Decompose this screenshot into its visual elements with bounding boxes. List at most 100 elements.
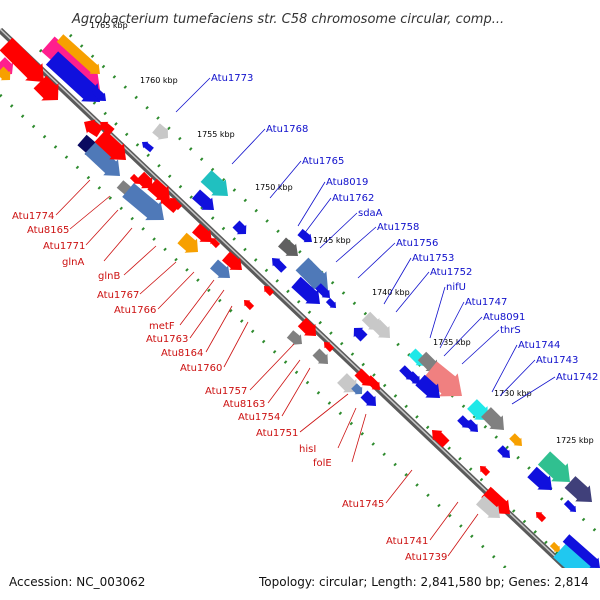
forward-gene-label[interactable]: nifU xyxy=(446,282,466,293)
gene-feature-arrow[interactable] xyxy=(135,171,153,189)
reverse-gene-label[interactable]: Atu1745 xyxy=(342,499,384,510)
reverse-gene-label[interactable]: Atu1766 xyxy=(114,305,156,316)
reverse-gene-label[interactable]: Atu8164 xyxy=(161,348,203,359)
gene-feature-arrow[interactable] xyxy=(244,300,255,311)
gene-feature-arrow[interactable] xyxy=(537,451,570,482)
gene-feature-arrow[interactable] xyxy=(210,238,221,249)
gene-feature-arrow[interactable] xyxy=(142,141,154,153)
gene-feature-arrow[interactable] xyxy=(91,87,106,101)
gene-feature-arrow[interactable] xyxy=(480,466,491,477)
reverse-gene-label[interactable]: glnA xyxy=(62,257,84,268)
reverse-gene-label[interactable]: Atu8163 xyxy=(223,399,265,410)
gene-feature-arrow[interactable] xyxy=(481,407,504,430)
forward-gene-label[interactable]: Atu1768 xyxy=(266,124,308,135)
gene-feature-arrow[interactable] xyxy=(324,342,335,353)
gene-feature-arrow[interactable] xyxy=(371,319,390,338)
forward-gene-label[interactable]: Atu1756 xyxy=(396,238,438,249)
reverse-gene-label[interactable]: Atu8165 xyxy=(27,225,69,236)
gene-feature-arrow[interactable] xyxy=(312,348,329,365)
gene-feature-arrow[interactable] xyxy=(33,75,59,101)
gene-feature-arrow[interactable] xyxy=(295,257,328,290)
gene-feature-arrow[interactable] xyxy=(476,495,500,519)
forward-gene-label[interactable]: Atu1762 xyxy=(332,193,374,204)
forward-gene-label[interactable]: Atu1753 xyxy=(412,253,454,264)
gene-feature-arrow[interactable] xyxy=(563,499,576,512)
gene-feature-arrow[interactable] xyxy=(467,399,488,420)
forward-gene-label[interactable]: Atu8091 xyxy=(483,312,525,323)
gene-feature-arrow[interactable] xyxy=(365,375,380,390)
gene-feature-arrow[interactable] xyxy=(291,276,320,304)
forward-gene-label[interactable]: Atu1758 xyxy=(377,222,419,233)
reverse-gene-label[interactable]: Atu1741 xyxy=(386,536,428,547)
gene-feature-arrow[interactable] xyxy=(210,259,230,279)
gene-feature-arrow[interactable] xyxy=(84,119,104,138)
forward-gene-label[interactable]: Atu1744 xyxy=(518,340,560,351)
gene-feature-arrow[interactable] xyxy=(497,445,510,458)
forward-gene-label[interactable]: Atu1765 xyxy=(302,156,344,167)
gene-feature-arrow[interactable] xyxy=(45,51,100,102)
gene-feature-arrow[interactable] xyxy=(527,466,552,490)
forward-gene-label[interactable]: Atu1742 xyxy=(556,372,598,383)
gene-feature-arrow[interactable] xyxy=(360,390,377,407)
reverse-gene-label[interactable]: Atu1774 xyxy=(12,211,54,222)
reverse-gene-label[interactable]: metF xyxy=(149,321,175,332)
gene-feature-arrow[interactable] xyxy=(192,223,212,243)
forward-gene-label[interactable]: Atu1743 xyxy=(536,355,578,366)
gene-feature-arrow[interactable] xyxy=(509,433,522,446)
gene-feature-arrow[interactable] xyxy=(536,512,547,523)
reverse-gene-label[interactable]: Atu1763 xyxy=(146,334,188,345)
gene-feature-arrow[interactable] xyxy=(264,286,275,297)
gene-feature-arrow[interactable] xyxy=(0,66,11,81)
gene-feature-arrow[interactable] xyxy=(564,476,592,502)
gene-feature-arrow[interactable] xyxy=(160,196,179,213)
gene-feature-arrow[interactable] xyxy=(147,178,170,200)
gene-feature-arrow[interactable] xyxy=(170,198,183,211)
reverse-gene-label[interactable]: Atu1754 xyxy=(238,412,280,423)
gene-feature-arrow[interactable] xyxy=(297,317,316,336)
gene-feature-arrow[interactable] xyxy=(56,34,100,74)
gene-feature-arrow[interactable] xyxy=(0,37,44,82)
gene-feature-arrow[interactable] xyxy=(152,123,168,140)
reverse-gene-label[interactable]: Atu1760 xyxy=(180,363,222,374)
forward-gene-label[interactable]: Atu1747 xyxy=(465,297,507,308)
gene-feature-arrow[interactable] xyxy=(232,220,247,235)
gene-feature-arrow[interactable] xyxy=(337,373,357,393)
gene-feature-arrow[interactable] xyxy=(100,121,115,136)
gene-feature-arrow[interactable] xyxy=(407,371,420,384)
gene-feature-arrow[interactable] xyxy=(481,486,510,514)
gene-feature-arrow[interactable] xyxy=(222,251,242,271)
forward-gene-label[interactable]: sdaA xyxy=(358,208,383,219)
gene-feature-arrow[interactable] xyxy=(353,327,368,342)
gene-feature-arrow[interactable] xyxy=(423,361,462,397)
gene-feature-arrow[interactable] xyxy=(562,534,600,568)
gene-feature-arrow[interactable] xyxy=(297,228,312,243)
reverse-gene-label[interactable]: Atu1751 xyxy=(256,428,298,439)
forward-gene-label[interactable]: Atu1752 xyxy=(430,267,472,278)
gene-feature-arrow[interactable] xyxy=(122,183,164,221)
forward-gene-label[interactable]: thrS xyxy=(500,325,521,336)
gene-feature-arrow[interactable] xyxy=(325,297,336,308)
gene-feature-arrow[interactable] xyxy=(94,130,126,160)
reverse-gene-label[interactable]: folE xyxy=(313,458,332,469)
reverse-gene-label[interactable]: Atu1771 xyxy=(43,241,85,252)
gene-feature-arrow[interactable] xyxy=(351,383,363,395)
gene-feature-arrow[interactable] xyxy=(432,430,450,448)
gene-feature-arrow[interactable] xyxy=(415,374,440,398)
gene-feature-arrow[interactable] xyxy=(549,541,560,552)
reverse-gene-label[interactable]: glnB xyxy=(98,271,120,282)
reverse-gene-label[interactable]: hisI xyxy=(299,444,316,455)
reverse-gene-label[interactable]: Atu1757 xyxy=(205,386,247,397)
gene-feature-arrow[interactable] xyxy=(272,258,287,273)
gene-feature-arrow[interactable] xyxy=(177,232,198,253)
gene-feature-arrow[interactable] xyxy=(200,170,228,196)
gene-feature-arrow[interactable] xyxy=(192,189,214,211)
reverse-gene-label[interactable]: Atu1739 xyxy=(405,552,447,563)
reverse-gene-label[interactable]: Atu1767 xyxy=(97,290,139,301)
forward-gene-label[interactable]: Atu1773 xyxy=(211,73,253,84)
forward-gene-label[interactable]: Atu8019 xyxy=(326,177,368,188)
gene-feature-arrow[interactable] xyxy=(315,283,330,298)
gene-feature-arrow[interactable] xyxy=(84,142,121,176)
gene-feature-arrow[interactable] xyxy=(465,419,478,432)
gene-feature-arrow[interactable] xyxy=(286,330,302,345)
gene-feature-arrow[interactable] xyxy=(278,237,298,257)
